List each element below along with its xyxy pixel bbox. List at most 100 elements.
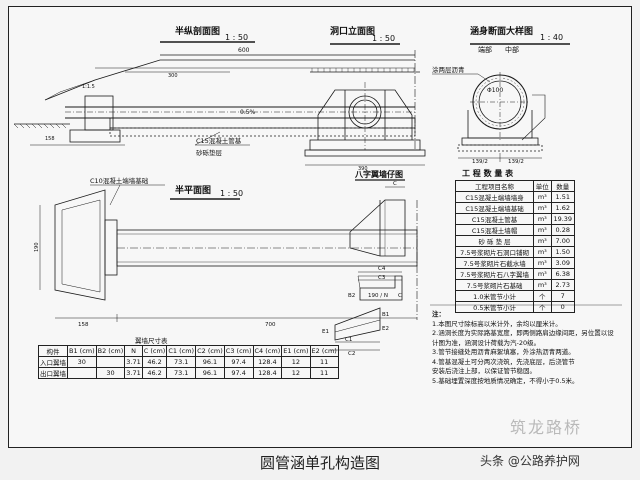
watermark-brand: 筑龙路桥 <box>510 418 583 437</box>
table-cell: 46.2 <box>141 367 168 379</box>
note-line: 1.本图尺寸除标高以米计外，余均以厘米计。 <box>432 319 562 328</box>
table-cell: m³ <box>533 257 552 269</box>
dimension-table: 构件 B1 (cm) B2 (cm) N C (cm) C1 (cm) C2 (… <box>38 345 339 379</box>
portal-elevation: 洞口立面图 1 : 50 390 <box>304 25 426 172</box>
table-cell: 7.5号浆砌片石八字翼墙 <box>454 268 535 280</box>
portal-title: 洞口立面图 <box>330 25 375 37</box>
half-longitudinal-section: 半纵剖面图 1 : 50 600 1:1.5 300 0.5% <box>13 25 416 157</box>
table-cell: 1.50 <box>550 246 575 258</box>
quantity-table-header: 工程项目名称 单位 数量 <box>454 180 575 192</box>
note-line: 5.基础埋置深度按地质情况确定，不得小于0.5米。 <box>432 376 579 385</box>
table-cell: 12 <box>281 356 311 368</box>
wing-wall-detail: 八字翼墙仔图 C C4 C3 B2 190 / N C E1 B1 E2 <box>322 169 406 357</box>
dim-600-label: 600 <box>238 47 250 54</box>
qty-header-unit: 单位 <box>533 180 552 192</box>
table-cell: 2.73 <box>550 279 575 291</box>
culvert-section-detail: 涵身断面大样图 1 : 40 端部 中部 涂两层沥青 Φ100 139/2 13… <box>432 25 570 165</box>
dim-139-2b-label: 139/2 <box>508 159 524 165</box>
table-cell: 7.5号浆砌片石基础 <box>454 279 535 291</box>
table-cell: 3.71 <box>124 367 143 379</box>
table-cell: 砂 砾 垫 层 <box>454 235 535 247</box>
note-line: 安装后浇注上部，以保证管节稳固。 <box>432 367 536 375</box>
table-row: 出口翼墙 30 3.71 46.2 73.1 96.1 97.4 128.4 1… <box>38 367 339 379</box>
culvert-section-title: 涵身断面大样图 <box>470 25 533 37</box>
dim-header-cell: C2 (cm) <box>195 345 225 357</box>
table-cell: 0.5米管节小计 <box>454 301 535 313</box>
table-cell: m³ <box>533 279 552 291</box>
table-cell: m³ <box>533 191 552 203</box>
table-cell: 3.71 <box>124 356 143 368</box>
table-cell: 7.5号浆砌片石截水墙 <box>454 257 535 269</box>
table-cell: 0.28 <box>550 224 575 236</box>
dim-header-cell: C1 (cm) <box>166 345 197 357</box>
wing-c4-label: C4 <box>378 266 386 272</box>
dimension-table-header: 构件 B1 (cm) B2 (cm) N C (cm) C1 (cm) C2 (… <box>38 345 339 357</box>
culvert-section-scale: 1 : 40 <box>540 33 563 42</box>
table-cell: C15混凝土管基 <box>454 213 535 225</box>
table-cell: 97.4 <box>223 356 254 368</box>
table-cell: 11 <box>309 356 339 368</box>
table-cell: 7.00 <box>550 235 575 247</box>
table-cell: 128.4 <box>252 356 283 368</box>
slope-ratio-label: 1:1.5 <box>82 84 95 90</box>
wing-b1-label: B1 <box>382 312 389 318</box>
table-cell: 3.09 <box>550 257 575 269</box>
note-line: 3.管节接缝处用沥青麻絮填塞，外涂热沥青两道。 <box>432 348 575 356</box>
table-cell: 7 <box>550 290 575 302</box>
note-line: 计图为准，涵洞设计荷载为汽-20级。 <box>432 338 541 347</box>
wing-c2-label: C2 <box>348 351 355 357</box>
dim-139-2a-label: 139/2 <box>472 159 488 165</box>
pipe-base-label: C15混凝土管基 <box>196 136 242 145</box>
table-cell: 入口翼墙 <box>38 356 68 368</box>
coating-label: 涂两层沥青 <box>432 65 465 74</box>
grade-label: 0.5% <box>240 109 256 116</box>
wing-e1-label: E1 <box>322 329 329 335</box>
table-cell: 30 <box>67 356 97 368</box>
dim-header-cell: B1 (cm) <box>67 345 97 357</box>
table-cell: m³ <box>533 202 552 214</box>
qty-header-amount: 数量 <box>550 180 575 192</box>
table-cell: 1.62 <box>550 202 575 214</box>
c10-foundation-label: C10混凝土端墙基础 <box>90 176 149 185</box>
dim-300-label: 300 <box>168 73 178 79</box>
half-longitudinal-scale: 1 : 50 <box>225 33 248 42</box>
dim-header-cell: C4 (cm) <box>252 345 283 357</box>
notes-block: 注： 1.本图尺寸除标高以米计外，余均以厘米计。 2.涵洞长度为实际路基宽度，即… <box>432 310 620 386</box>
table-cell: 97.4 <box>223 367 254 379</box>
table-cell: 96.1 <box>195 367 225 379</box>
mid-label: 中部 <box>505 45 519 54</box>
table-cell: 19.39 <box>550 213 575 225</box>
quantity-table-title: 工 程 数 量 表 <box>462 169 514 178</box>
wing-e2-label: E2 <box>382 326 389 332</box>
table-cell: 个 <box>533 290 552 302</box>
table-cell: 30 <box>95 367 126 379</box>
table-cell: m³ <box>533 224 552 236</box>
wing-b2-label: B2 <box>348 293 355 299</box>
dim-header-cell: E2 (cm) <box>309 345 339 357</box>
table-row: 入口翼墙 30 3.71 46.2 73.1 96.1 97.4 128.4 1… <box>38 356 339 368</box>
table-cell: 96.1 <box>195 356 225 368</box>
half-plan-scale: 1 : 50 <box>220 189 243 198</box>
dim-390-label: 390 <box>358 166 368 172</box>
dim-700-label: 700 <box>265 322 276 328</box>
wing-c-top-label: C <box>393 181 397 187</box>
table-cell: 1.0米管节小计 <box>454 290 535 302</box>
table-cell: 46.2 <box>141 356 168 368</box>
wing-c1-label: C1 <box>345 337 352 343</box>
half-plan: 半平面图 1 : 50 C10混凝土端墙基础 158 700 <box>34 176 418 328</box>
table-cell: 12 <box>281 367 311 379</box>
table-cell: 73.1 <box>166 367 197 379</box>
table-cell: 128.4 <box>252 367 283 379</box>
table-cell: C15混凝土墙帽 <box>454 224 535 236</box>
table-cell <box>67 367 97 379</box>
